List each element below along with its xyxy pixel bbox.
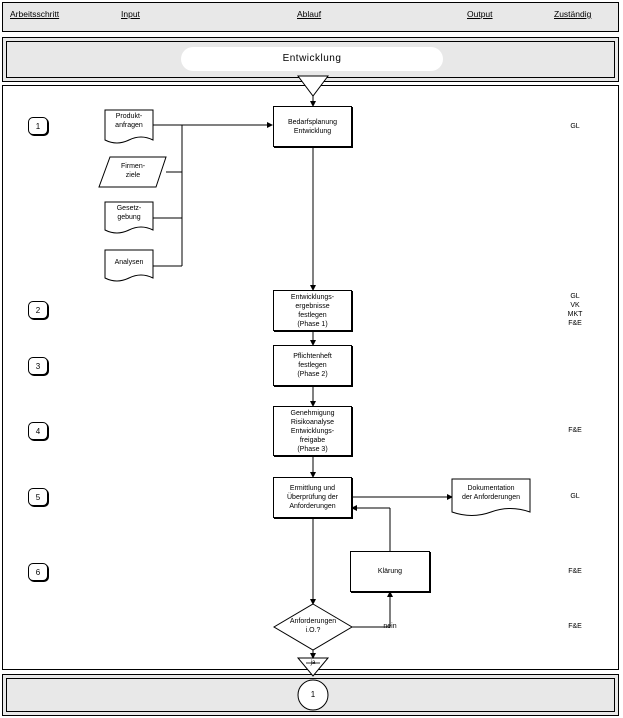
header-input: Input bbox=[121, 9, 140, 19]
firmenziele-shape bbox=[98, 156, 167, 188]
end-connector-label: 1 bbox=[310, 690, 316, 699]
resp-step-4: F&E bbox=[568, 427, 582, 434]
process-bedarfsplanung: Bedarfsplanung Entwicklung bbox=[273, 106, 352, 147]
decision-ja-label: ja bbox=[310, 660, 316, 666]
resp-step-5: GL bbox=[570, 493, 580, 500]
process-pflichtenheft: Pflichtenheft festlegen (Phase 2) bbox=[273, 345, 352, 386]
header-bar bbox=[2, 2, 619, 32]
step-5: 5 bbox=[28, 488, 48, 506]
decision-label: Anforderungen i.O.? bbox=[289, 618, 337, 634]
decision-diamond bbox=[273, 603, 353, 651]
step-3: 3 bbox=[28, 357, 48, 375]
input-produktanfragen: Produkt- anfragen bbox=[115, 113, 143, 129]
step-1: 1 bbox=[28, 117, 48, 135]
resp-step-6: F&E bbox=[568, 568, 582, 575]
dokumentation-shape bbox=[451, 478, 531, 516]
resp-step-1: GL bbox=[570, 123, 580, 130]
analysen-shape bbox=[104, 249, 154, 282]
input-firmenziele: Firmen- ziele bbox=[120, 163, 146, 179]
header-output: Output bbox=[467, 9, 493, 19]
decision-nein-label: nein bbox=[383, 623, 397, 630]
input-analysen: Analysen bbox=[114, 259, 144, 266]
step-4: 4 bbox=[28, 422, 48, 440]
end-connector-circle bbox=[297, 679, 329, 711]
header-zustaendig: Zuständig bbox=[554, 9, 592, 19]
input-gesetzgebung: Gesetz- gebung bbox=[116, 205, 142, 221]
step-2: 2 bbox=[28, 301, 48, 319]
start-label: Entwicklung bbox=[181, 47, 443, 71]
process-ergebnisse: Entwicklungs- ergebnisse festlegen (Phas… bbox=[273, 290, 352, 331]
start-band bbox=[2, 37, 619, 82]
process-klaerung: Klärung bbox=[350, 551, 430, 592]
process-genehmigung: Genehmigung Risikoanalyse Entwicklungs- … bbox=[273, 406, 352, 456]
gesetzgebung-shape bbox=[104, 201, 154, 234]
step-6: 6 bbox=[28, 563, 48, 581]
start-triangle bbox=[297, 75, 329, 97]
process-ermittlung: Ermittlung und Überprüfung der Anforderu… bbox=[273, 477, 352, 518]
output-dokumentation: Dokumentation der Anforderungen bbox=[462, 485, 520, 501]
resp-decision: F&E bbox=[568, 623, 582, 630]
header-arbeitsschritt: Arbeitsschritt bbox=[10, 9, 60, 19]
produktanfragen-shape bbox=[104, 109, 154, 144]
resp-step-2: GL VK MKT F&E bbox=[567, 293, 583, 327]
header-ablauf: Ablauf bbox=[297, 9, 322, 19]
